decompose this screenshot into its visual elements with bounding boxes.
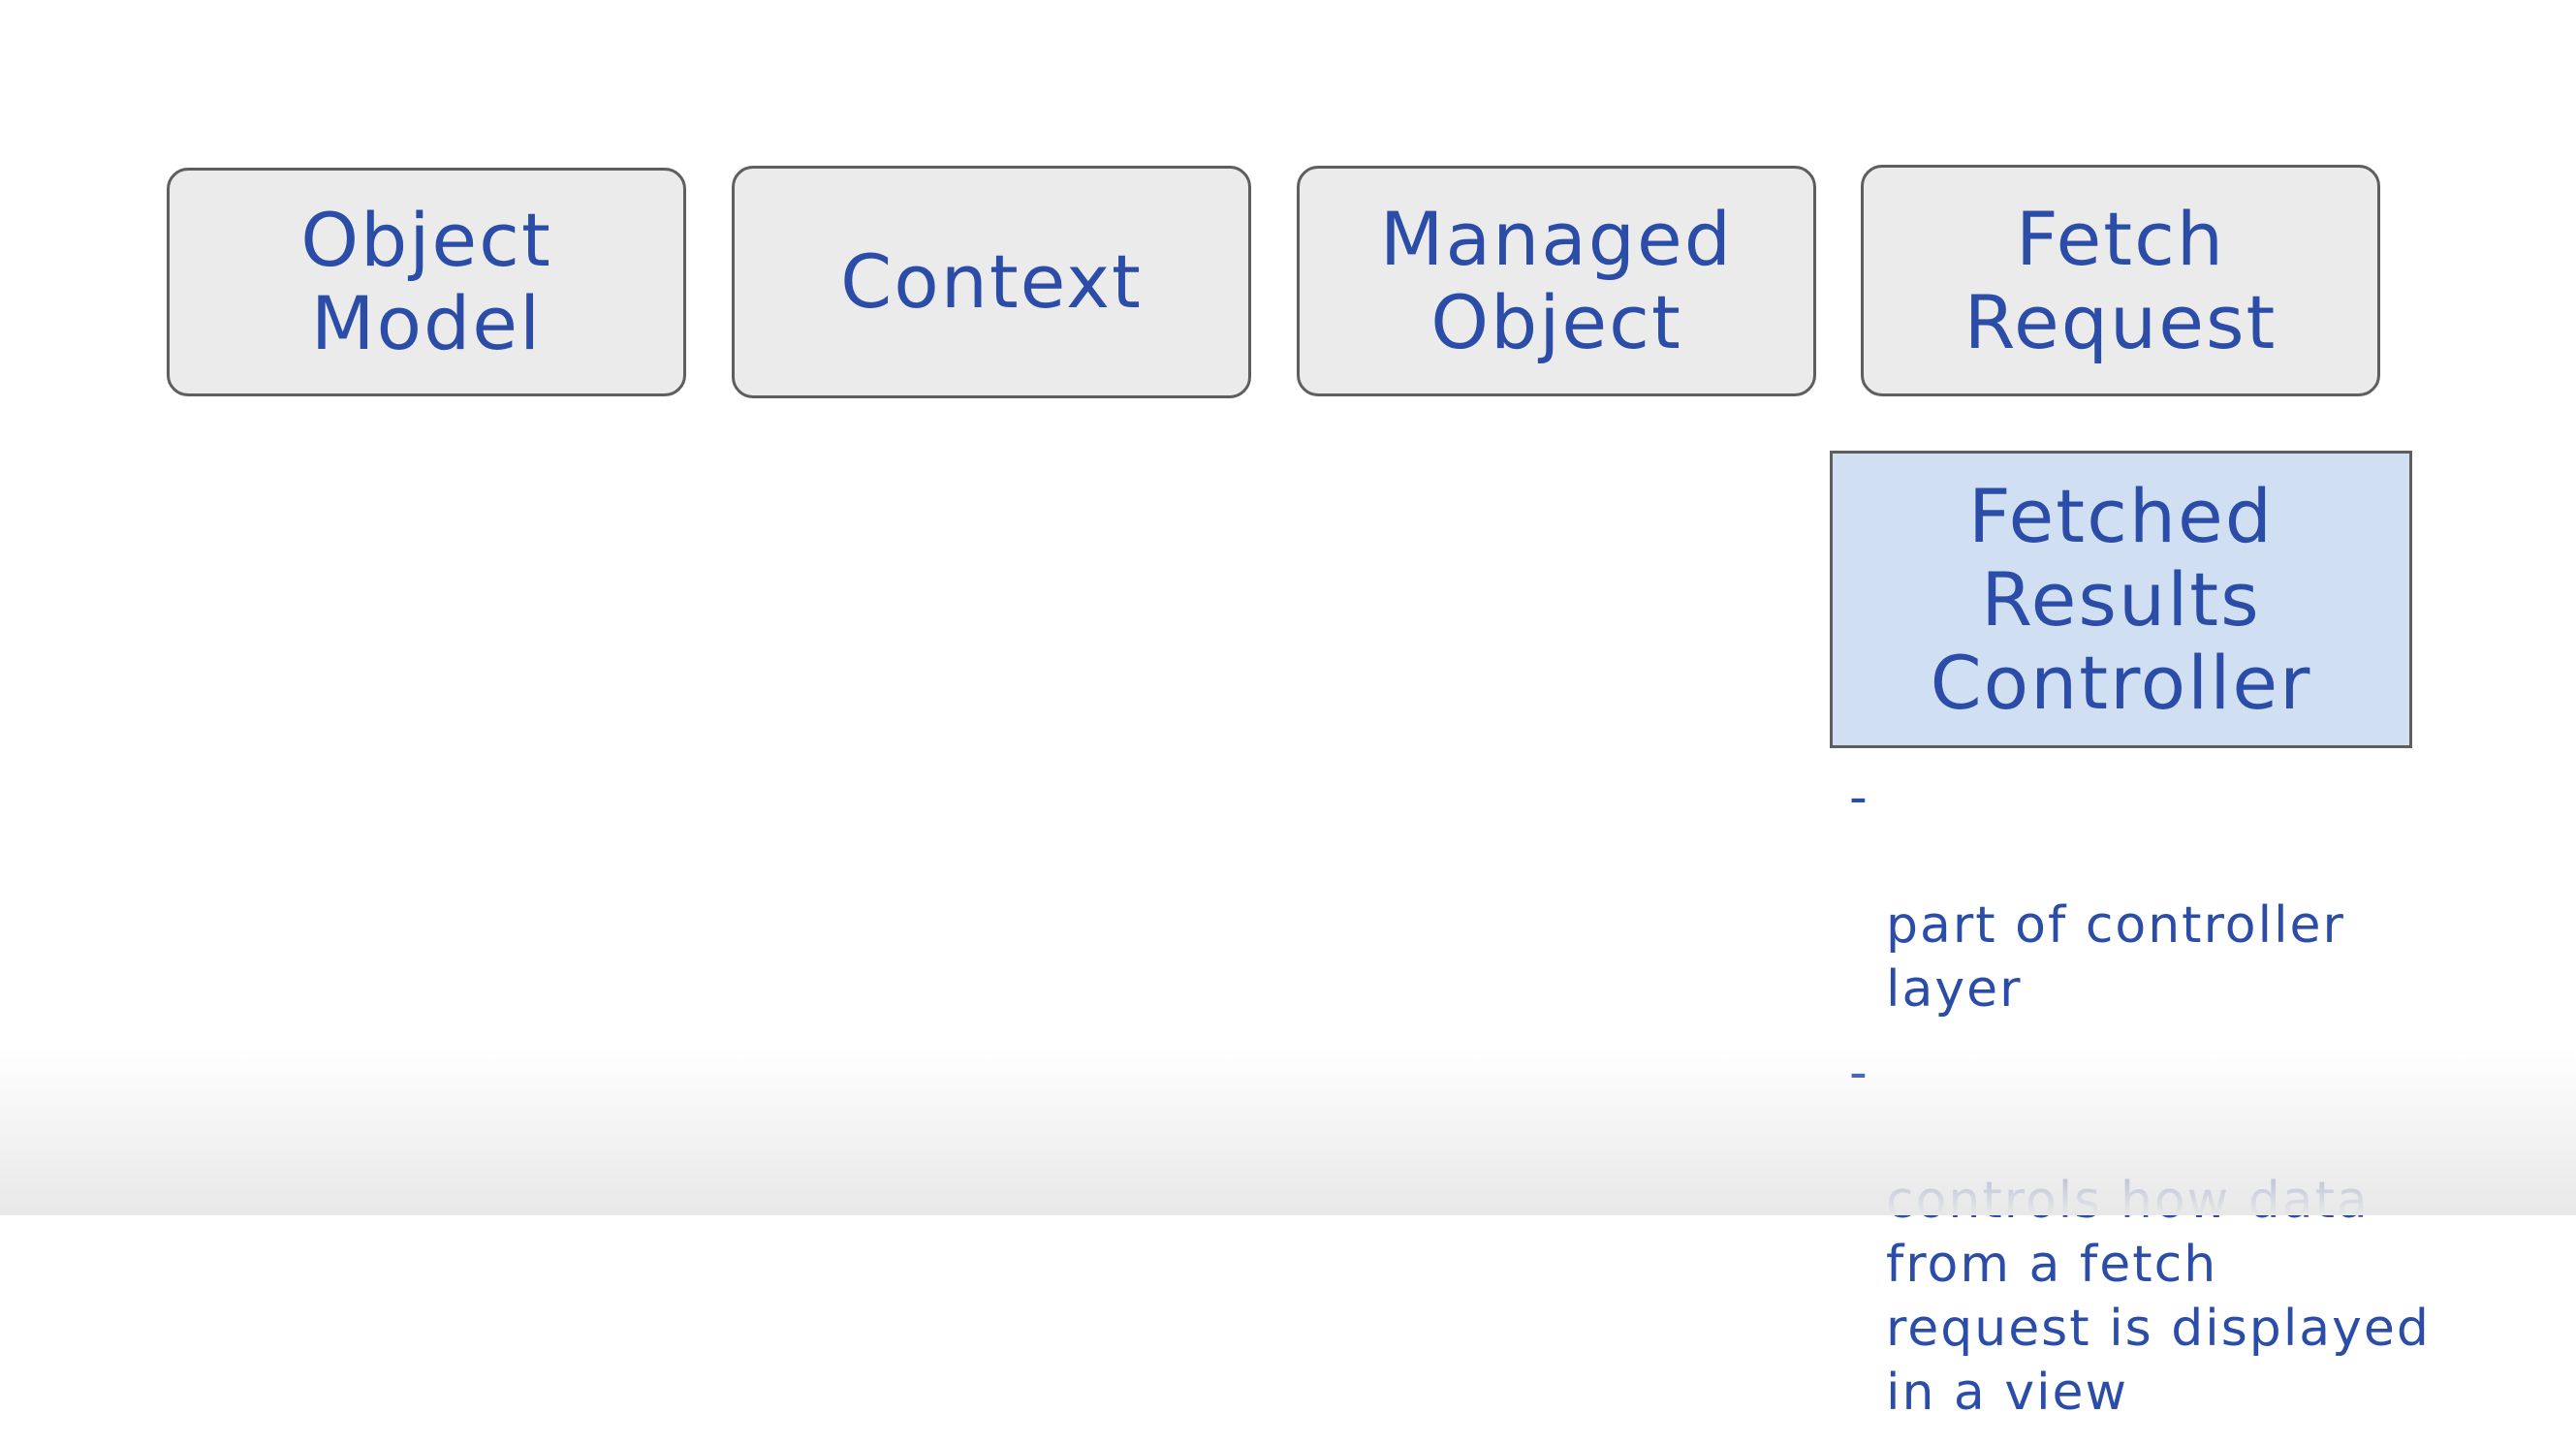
fetched-results-controller-label: Fetched Results Controller bbox=[1930, 472, 2312, 726]
bottom-shadow bbox=[0, 1047, 2576, 1215]
fetch-request-box: Fetch Request bbox=[1861, 165, 2380, 396]
note-bullet: - bbox=[1849, 769, 1869, 827]
managed-object-box: Managed Object bbox=[1297, 166, 1816, 396]
context-box: Context bbox=[732, 166, 1251, 398]
note-item: - part of controller layer bbox=[1849, 766, 2557, 1021]
context-label: Context bbox=[840, 238, 1143, 325]
object-model-label: Object Model bbox=[300, 197, 552, 366]
note-text: part of controller layer bbox=[1886, 896, 2345, 1019]
managed-object-label: Managed Object bbox=[1379, 196, 1734, 365]
fetched-results-controller-box: Fetched Results Controller bbox=[1830, 451, 2412, 748]
fetch-request-label: Fetch Request bbox=[1963, 195, 2278, 365]
object-model-box: Object Model bbox=[167, 168, 686, 396]
